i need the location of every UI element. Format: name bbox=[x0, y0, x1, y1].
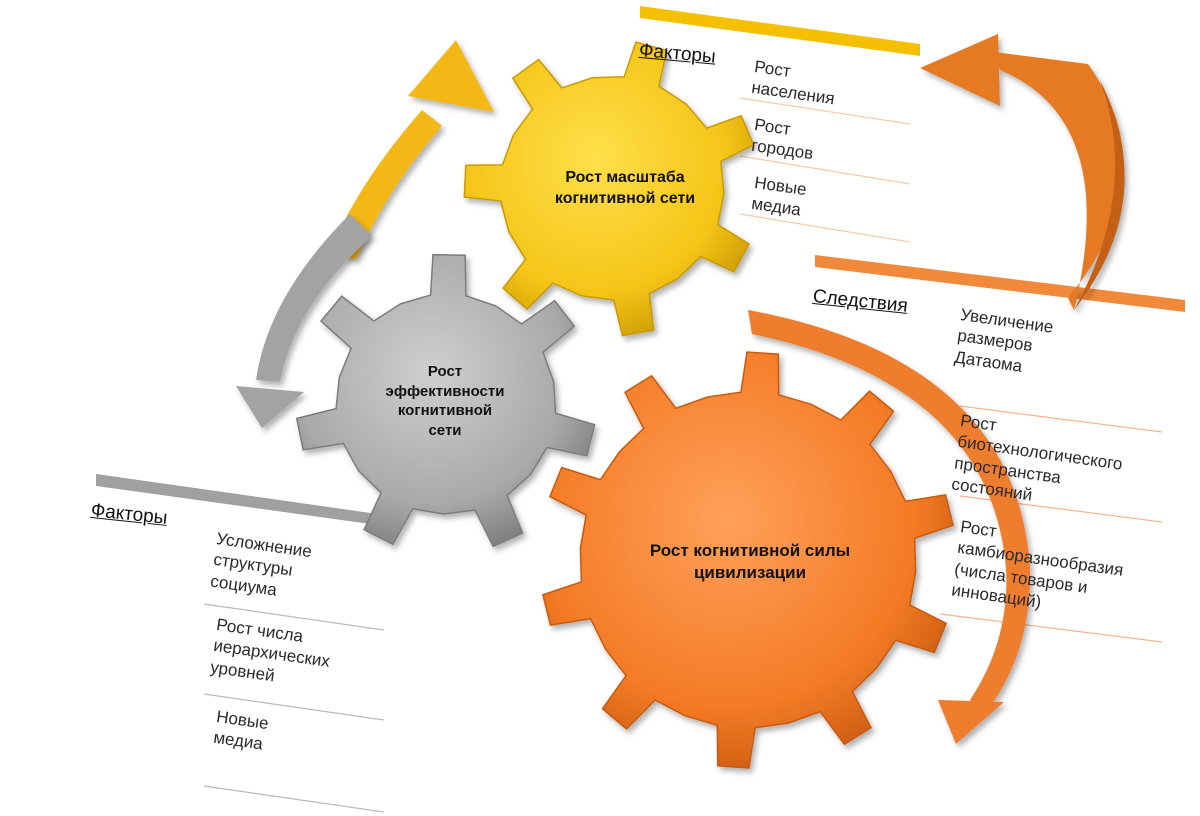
orange-gear-label: Рост когнитивной силы цивилизации bbox=[649, 541, 851, 583]
left-factors-dividers bbox=[203, 603, 385, 813]
yellow-gear-icon bbox=[463, 41, 755, 337]
orange-arrow bbox=[748, 310, 1031, 744]
gray-gear-icon bbox=[295, 253, 596, 548]
yellow-gear-label: Рост масштаба когнитивной сети bbox=[554, 169, 696, 207]
left-factor-item: Новые медиа bbox=[212, 706, 270, 754]
consequences-bar bbox=[815, 255, 1185, 312]
left-factors-bar bbox=[96, 474, 392, 527]
gray-arrow bbox=[236, 214, 372, 428]
top-factor-item: Новые медиа bbox=[750, 172, 808, 220]
orange-gear-icon bbox=[542, 351, 954, 769]
top-factor-item: Рост городов bbox=[750, 114, 815, 164]
left-factor-item: Усложнение структуры социума bbox=[209, 528, 314, 600]
consequence-item: Увеличение размеров Датаома bbox=[953, 304, 1055, 376]
orange-cycle-arrow bbox=[920, 34, 1125, 310]
gray-gear-label: Рост эффективности когнитивной сети bbox=[385, 363, 505, 439]
top-factors-dividers bbox=[739, 97, 911, 243]
top-factors-bar bbox=[640, 6, 920, 56]
